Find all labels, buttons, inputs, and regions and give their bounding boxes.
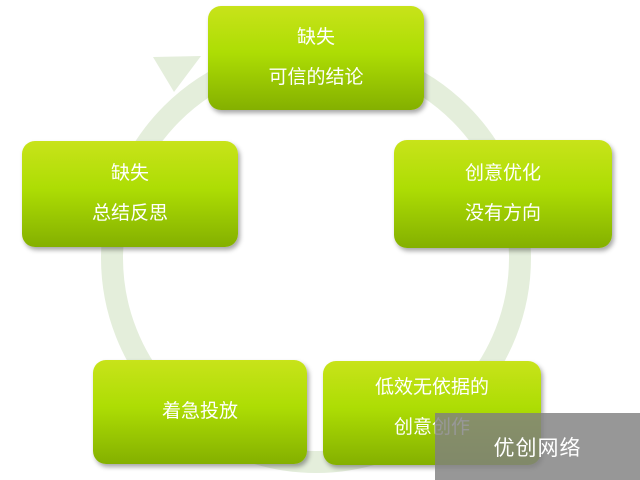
cycle-node-3-line-1: 低效无依据的 — [374, 376, 489, 398]
watermark-overlay: 优创网络 — [435, 413, 640, 480]
watermark-text: 优创网络 — [493, 435, 582, 460]
cycle-node-4-line-1: 着急投放 — [161, 400, 238, 423]
cycle-node-2-line-1: 创意优化 — [464, 162, 541, 185]
cycle-node-4: 着急投放 — [93, 360, 307, 464]
cycle-node-1-line-1: 缺失 — [296, 26, 335, 49]
cycle-arrow-icon — [153, 56, 201, 92]
cycle-node-1-line-2: 可信的结论 — [268, 66, 364, 88]
cycle-node-2: 创意优化 没有方向 — [394, 140, 612, 248]
cycle-node-5-line-2: 总结反思 — [91, 202, 168, 224]
cycle-node-1: 缺失 可信的结论 — [208, 6, 424, 110]
cycle-node-2-line-2: 没有方向 — [464, 202, 541, 224]
cycle-node-5-line-1: 缺失 — [110, 162, 149, 185]
cycle-node-5: 缺失 总结反思 — [22, 141, 238, 247]
